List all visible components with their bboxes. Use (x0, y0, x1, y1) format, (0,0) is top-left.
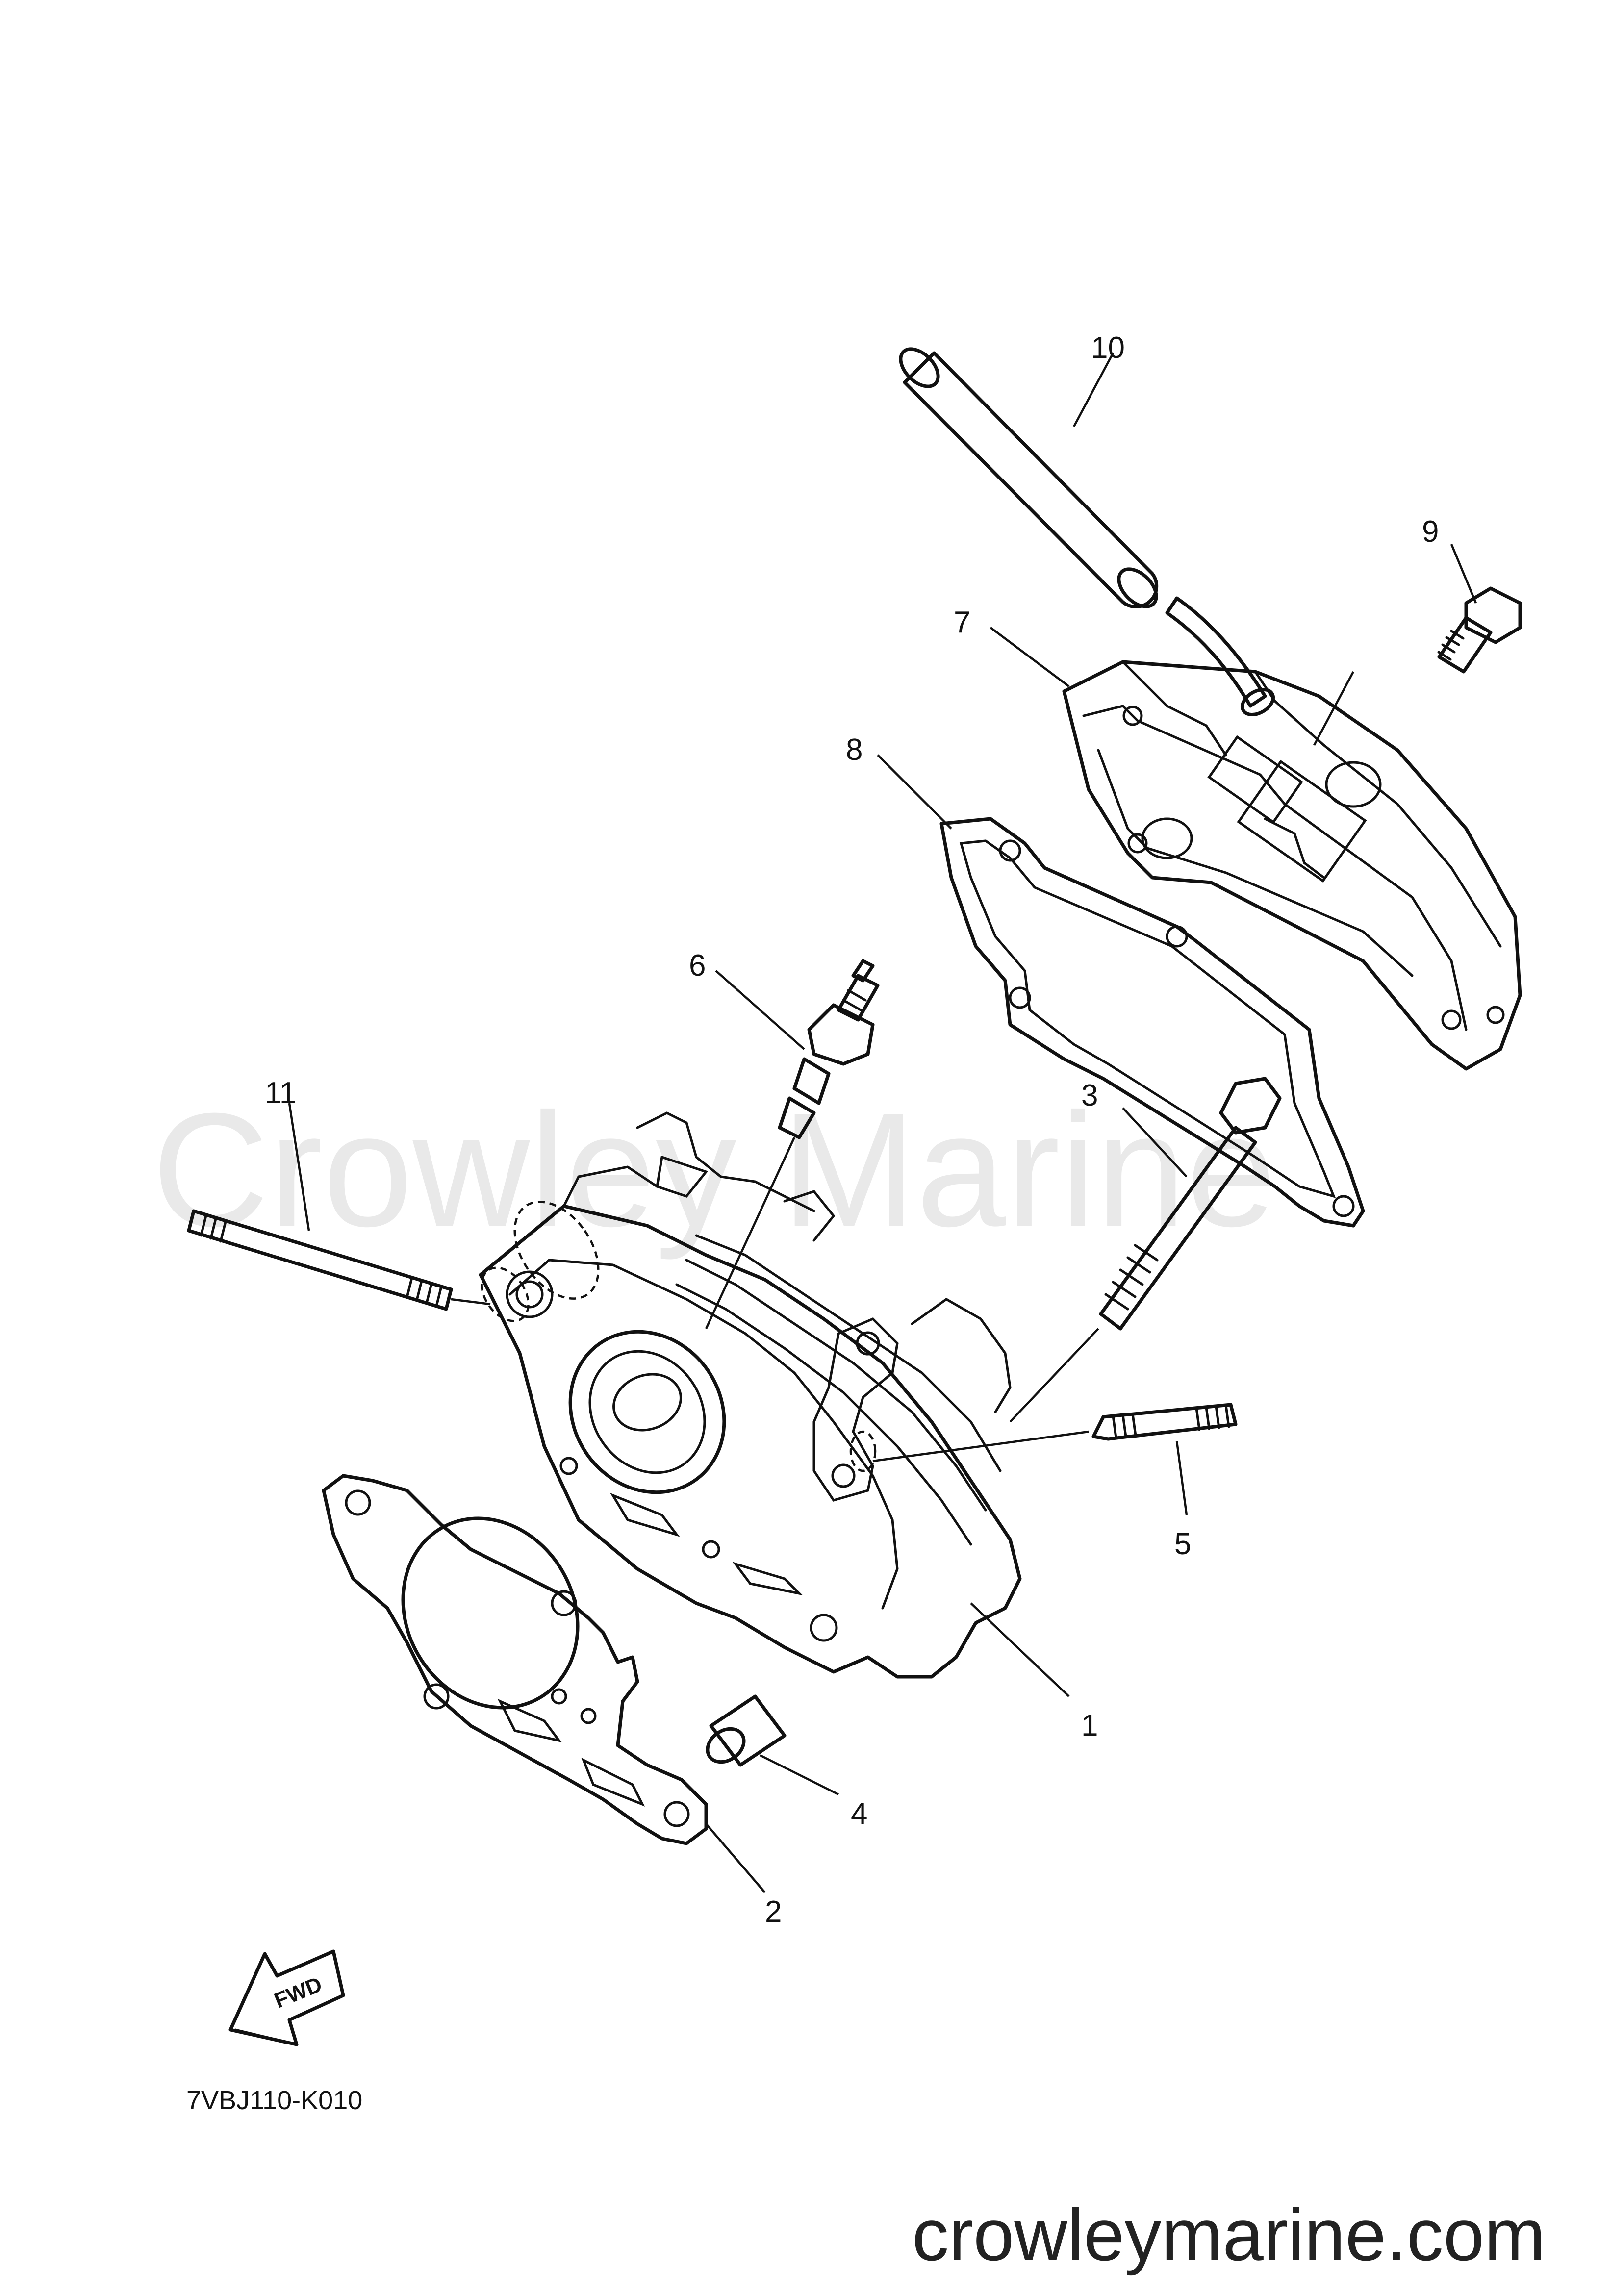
part-1-cylinder-head[interactable] (472, 1111, 1022, 1679)
callout-6: 6 (689, 949, 706, 983)
part-10-hose[interactable] (894, 342, 1164, 614)
part-11-stud[interactable] (187, 1209, 453, 1311)
diagram-code: 7VBJ110-K010 (186, 2086, 362, 2115)
callout-3: 3 (1081, 1079, 1098, 1112)
site-url[interactable]: crowleymarine.com (912, 2194, 1546, 2276)
callout-2: 2 (765, 1895, 782, 1929)
part-8-gasket[interactable] (939, 817, 1365, 1228)
callout-11: 11 (265, 1076, 296, 1110)
leader-lines (288, 352, 1477, 1893)
part-3-bolt[interactable] (1099, 1077, 1282, 1331)
callout-5: 5 (1174, 1527, 1191, 1561)
callout-8: 8 (846, 733, 863, 767)
callout-1: 1 (1081, 1709, 1098, 1742)
part-2-head-gasket[interactable] (322, 1474, 708, 1845)
part-5-stud[interactable] (1091, 1403, 1238, 1441)
fwd-arrow-icon: FWD (228, 1949, 345, 2046)
callout-10: 10 (1091, 331, 1125, 365)
callout-7: 7 (954, 606, 970, 639)
callout-4: 4 (851, 1797, 867, 1831)
part-9-bolt[interactable] (1437, 586, 1522, 674)
part-6-spark-plug[interactable] (778, 959, 880, 1139)
callout-9: 9 (1422, 515, 1439, 549)
part-7-head-cover[interactable] (1062, 596, 1522, 1071)
part-4-dowel[interactable] (701, 1694, 787, 1769)
